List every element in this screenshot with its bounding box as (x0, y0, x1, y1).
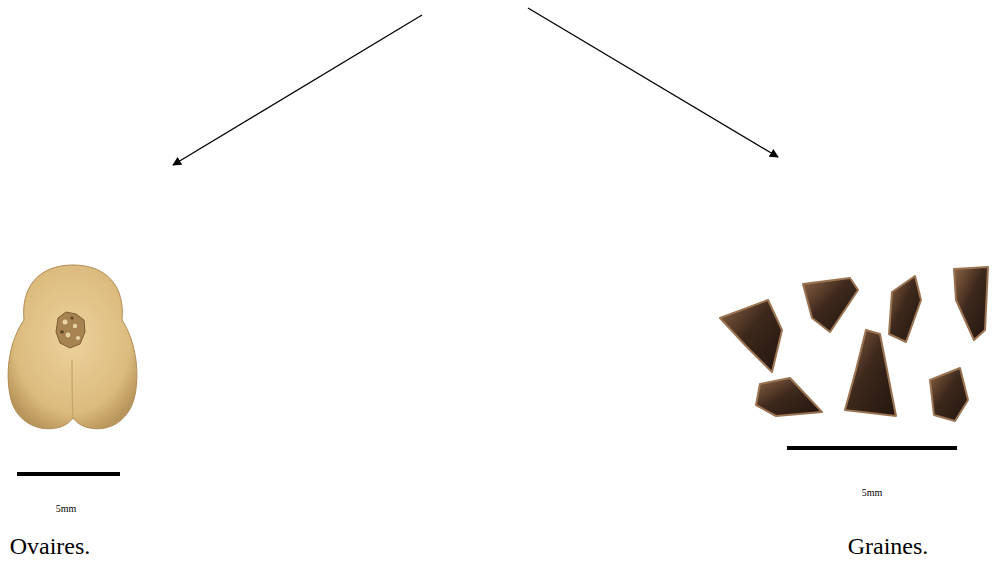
leader-arrow (173, 15, 422, 165)
scale-bar (787, 446, 957, 450)
caption-label: Ovaires. (10, 533, 91, 559)
scale-label: 5mm (56, 503, 77, 514)
caption-label: Graines. (848, 533, 929, 559)
seeds-picture (720, 267, 988, 421)
scale-label: 5mm (862, 487, 883, 498)
scale-bar (17, 472, 120, 476)
leader-arrow (528, 8, 778, 157)
ovary-picture (8, 265, 137, 429)
